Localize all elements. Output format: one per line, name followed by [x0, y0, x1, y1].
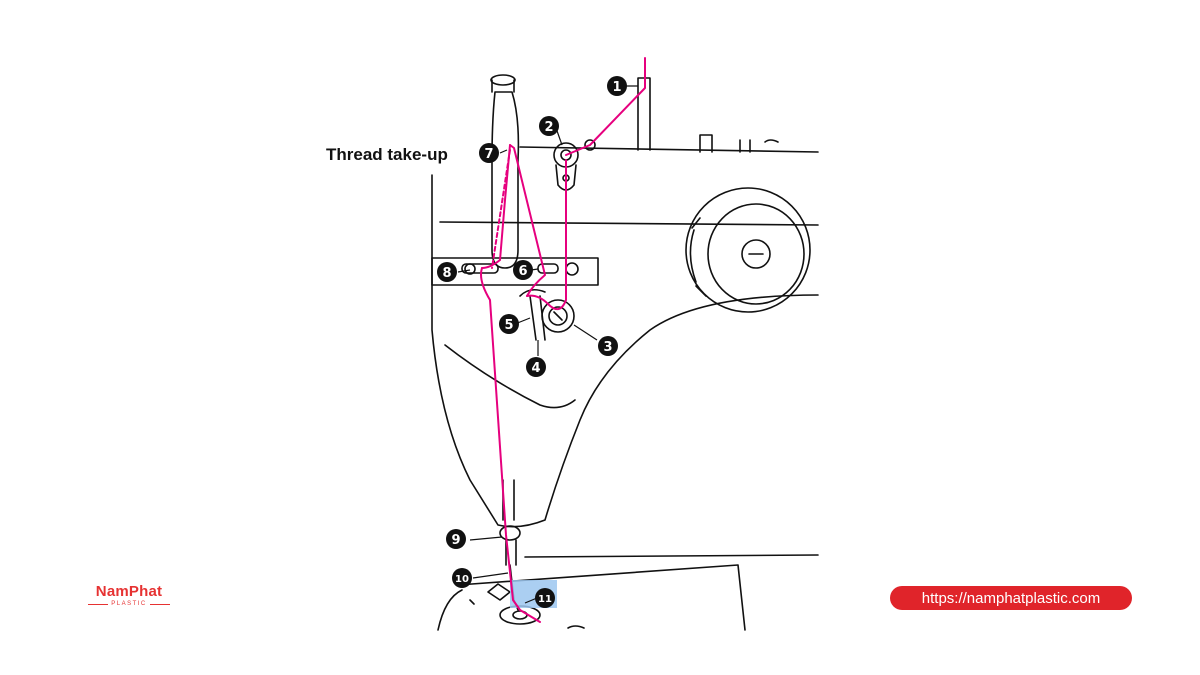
logo-wordmark: NamPhat: [95, 583, 163, 600]
step-callout-2: 2: [539, 116, 559, 136]
step-callout-3: 3: [598, 336, 618, 356]
website-link[interactable]: https://namphatplastic.com: [890, 586, 1132, 610]
bed-edge: [524, 554, 819, 558]
logo-subtext: PLASTIC: [111, 601, 147, 607]
machine-head-outline: [431, 174, 819, 528]
face-plate: [431, 257, 599, 286]
step-callout-9: 9: [446, 529, 466, 549]
logo-rule-right: [149, 604, 171, 605]
step-callout-4: 4: [526, 357, 546, 377]
step-number: 4: [531, 361, 540, 376]
step-number: 8: [442, 266, 451, 281]
takeup-lever: [491, 91, 520, 269]
feed-slot: [487, 583, 511, 601]
step-callout-11: 11: [535, 588, 555, 608]
step-number: 3: [603, 340, 612, 355]
logo-subline: PLASTIC: [88, 601, 171, 608]
step-callout-1: 1: [607, 76, 627, 96]
head-panel-line: [444, 344, 576, 409]
needle-bar-clamp: [499, 525, 521, 541]
handwheel: [685, 187, 811, 313]
guide-6-slot: [537, 263, 559, 274]
logo-rule-left: [88, 604, 109, 605]
website-url: https://namphatplastic.com: [921, 589, 1101, 607]
bed-plate: [457, 564, 746, 631]
step-number: 9: [451, 533, 460, 548]
check-spring: [529, 295, 546, 341]
step-number: 1: [612, 80, 621, 95]
brand-logo: NamPhat PLASTIC: [88, 583, 171, 608]
step-callout-10: 10: [452, 568, 472, 588]
step-callout-6: 6: [513, 260, 533, 280]
arm-seam-line: [439, 221, 819, 226]
label-thread-takeup: Thread take-up: [326, 145, 448, 164]
takeup-cap: [490, 74, 516, 86]
handwheel-knob: [741, 239, 771, 269]
arm-top-edge: [519, 146, 819, 153]
step-callout-7: 7: [479, 143, 499, 163]
step-number: 10: [455, 574, 469, 585]
thread-path: [480, 57, 646, 623]
step-number: 5: [504, 318, 513, 333]
step-number: 11: [538, 594, 552, 605]
guide-8-slot: [461, 263, 499, 274]
step-callout-8: 8: [437, 262, 457, 282]
step-callout-5: 5: [499, 314, 519, 334]
step-number: 2: [544, 120, 553, 135]
step-number: 7: [484, 147, 493, 162]
step-number: 6: [518, 264, 527, 279]
